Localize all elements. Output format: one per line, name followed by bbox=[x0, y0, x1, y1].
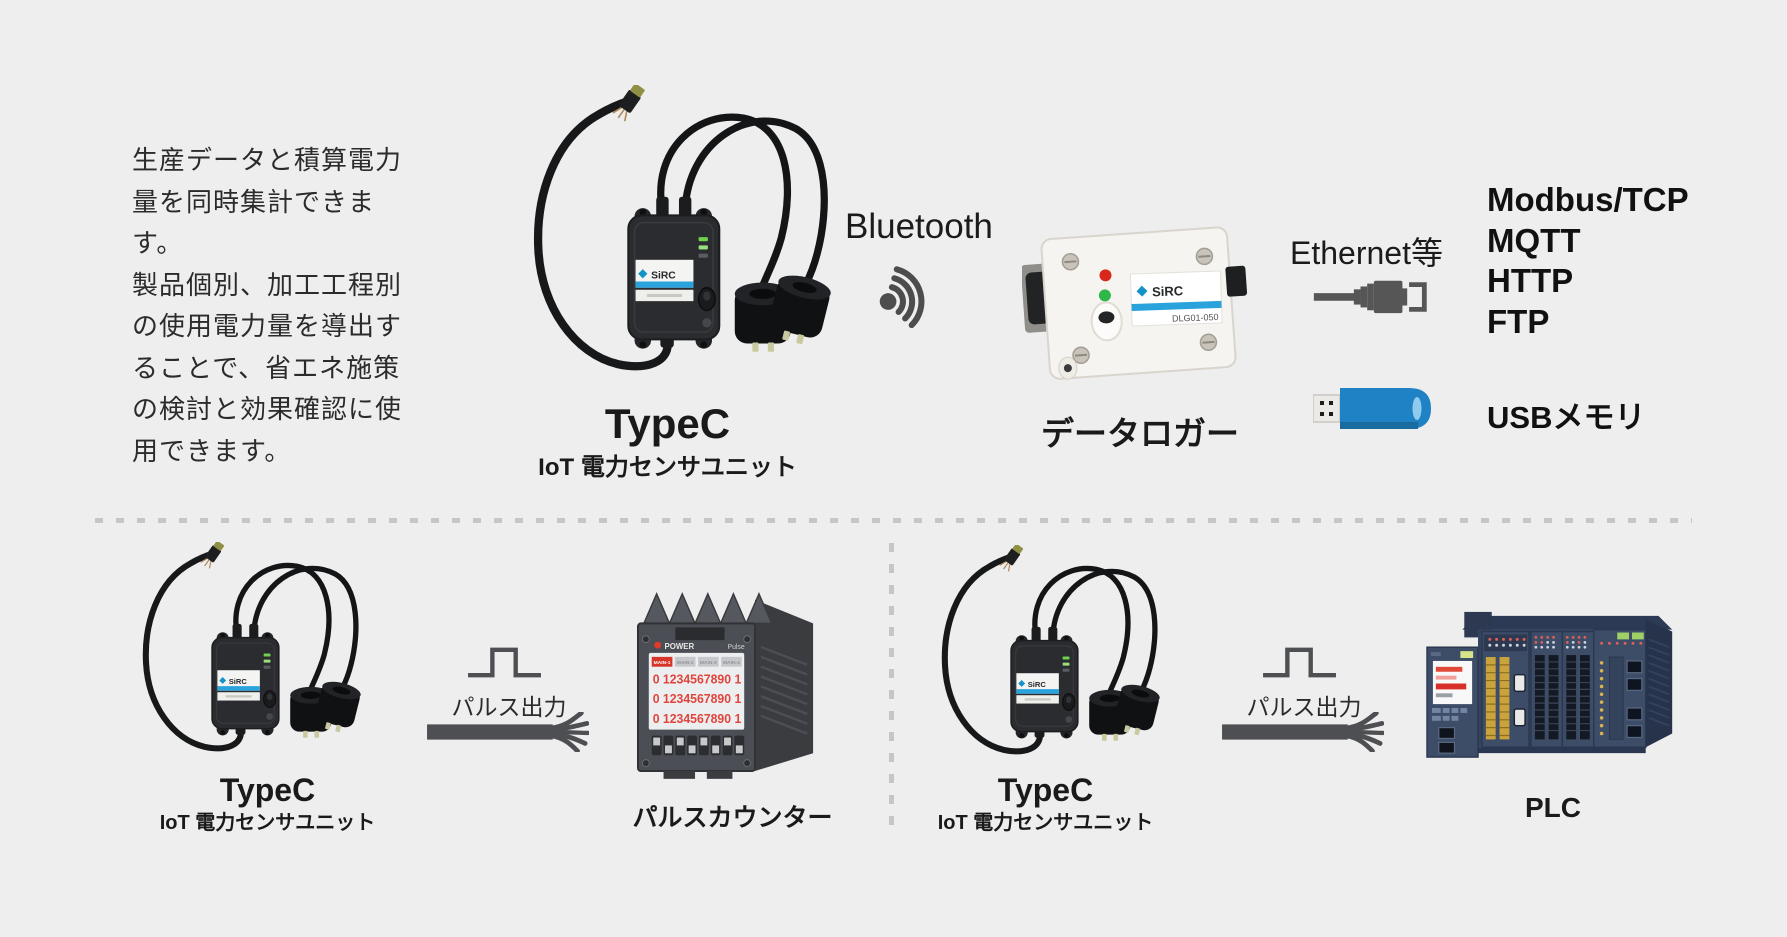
led-green bbox=[1098, 289, 1111, 302]
counter-pulse-text: Pulse bbox=[727, 644, 744, 651]
sensor-title-top: TypeC bbox=[604, 400, 731, 447]
protocol-item: Modbus/TCP bbox=[1487, 181, 1689, 218]
logger-button bbox=[1098, 311, 1115, 324]
plc-io-module bbox=[1481, 630, 1530, 748]
sensor-title-bottom-right: TypeC bbox=[997, 772, 1094, 808]
protocol-item: HTTP bbox=[1487, 262, 1574, 299]
side-fins bbox=[760, 645, 808, 735]
bluetooth-signal-icon bbox=[879, 266, 925, 329]
intro-line: 生産データと積算電力 bbox=[132, 145, 403, 175]
plc-base bbox=[1478, 747, 1646, 754]
usb-memory-icon bbox=[1313, 388, 1431, 429]
plc-io-module bbox=[1561, 630, 1595, 748]
pulse-wave-icon bbox=[468, 647, 541, 678]
top-fins bbox=[642, 592, 773, 625]
top-slot bbox=[675, 627, 725, 641]
datalogger-illustration: SiRC DLG01-050 bbox=[1022, 226, 1248, 380]
brand-logo-icon bbox=[1136, 285, 1148, 297]
side-connector bbox=[1225, 265, 1248, 297]
protocol-list: Modbus/TCP MQTT HTTP FTP bbox=[1487, 180, 1717, 342]
plc-side-fins bbox=[1648, 638, 1670, 727]
sensor-unit-illustration-bottom-right bbox=[935, 545, 1163, 765]
intro-line: の使用電力量を導出す bbox=[132, 311, 403, 341]
intro-line: 用できます。 bbox=[132, 435, 292, 466]
sensor-subtitle-bottom-left: IoT 電力センサユニット bbox=[159, 812, 376, 834]
power-led bbox=[654, 641, 662, 649]
pulse-wave-icon bbox=[1263, 647, 1336, 678]
bluetooth-label: Bluetooth bbox=[845, 207, 993, 246]
logger-brand-text: SiRC bbox=[1152, 283, 1184, 299]
pulse-arrow-right bbox=[1222, 712, 1384, 752]
counter-tab-label: MAIN-2 bbox=[677, 660, 694, 666]
counter-tab-label: MAIN-3 bbox=[700, 660, 717, 666]
pulse-output-label-right: パルス出力 bbox=[1246, 694, 1362, 720]
intro-line: ることで、省エネ施策 bbox=[132, 352, 401, 383]
logger-label: SiRC DLG01-050 bbox=[1129, 270, 1223, 327]
counter-power-text: POWER bbox=[665, 642, 695, 651]
pulse-counter-illustration: POWER Pulse MAIN-1 MAIN-2 MAIN-3 MAIN-4 … bbox=[636, 592, 814, 779]
intro-line: の検討と効果確認に使 bbox=[132, 394, 403, 424]
protocol-item: MQTT bbox=[1487, 221, 1581, 259]
sensor-title-bottom-left: TypeC bbox=[219, 772, 316, 808]
pulse-counter-title: パルスカウンター bbox=[632, 804, 833, 832]
plc-cpu-module bbox=[1426, 646, 1479, 758]
plc-comm-module bbox=[1593, 628, 1647, 748]
protocol-item: FTP bbox=[1487, 302, 1550, 340]
counter-foot bbox=[663, 770, 696, 779]
usb-label: USBメモリ bbox=[1487, 400, 1646, 435]
dip-switches bbox=[651, 735, 745, 756]
section-divider-vertical bbox=[889, 543, 894, 829]
sensor-unit-illustration-top bbox=[525, 85, 835, 385]
counter-digit-rows: 0 1234567890 1 0 1234567890 1 0 12345678… bbox=[653, 671, 742, 725]
screw-slots bbox=[1064, 254, 1215, 357]
datalogger-title: データロガー bbox=[1041, 415, 1239, 452]
pulse-output-label-left: パルス出力 bbox=[451, 694, 567, 720]
plc-illustration bbox=[1426, 611, 1673, 758]
ethernet-label: Ethernet等 bbox=[1290, 235, 1443, 271]
counter-foot bbox=[706, 770, 733, 779]
plc-top bbox=[1462, 615, 1673, 630]
counter-display bbox=[648, 652, 745, 730]
intro-line: 製品個別、加工工程別 bbox=[132, 269, 403, 300]
counter-tab-label: MAIN-4 bbox=[723, 660, 740, 666]
sensor-subtitle-bottom-right: IoT 電力センサユニット bbox=[937, 812, 1154, 834]
sensor-subtitle-top: IoT 電力センサユニット bbox=[538, 454, 797, 481]
sensor-unit-illustration-bottom-left bbox=[136, 542, 364, 762]
led-red bbox=[1099, 269, 1112, 282]
digit-row: 0 1234567890 1 bbox=[653, 671, 742, 686]
digit-row: 0 1234567890 1 bbox=[653, 711, 742, 726]
logger-model-text: DLG01-050 bbox=[1172, 312, 1219, 324]
front-screws bbox=[641, 635, 752, 768]
counter-tabs: MAIN-1 MAIN-2 MAIN-3 MAIN-4 bbox=[651, 656, 742, 667]
pulse-arrow-left bbox=[427, 712, 589, 752]
dc-jack-hole bbox=[1063, 364, 1072, 373]
intro-text: 生産データと積算電力 量を同時集計できます。 製品個別、加工工程別 の使用電力量… bbox=[132, 140, 417, 472]
digit-row: 0 1234567890 1 bbox=[653, 691, 742, 706]
intro-line: 量を同時集計できます。 bbox=[132, 186, 376, 259]
counter-tab-label: MAIN-1 bbox=[654, 660, 671, 666]
ethernet-plug-icon bbox=[1313, 280, 1427, 314]
plc-title: PLC bbox=[1525, 792, 1581, 823]
plc-io-module bbox=[1530, 630, 1564, 748]
section-divider-horizontal bbox=[95, 518, 1692, 523]
